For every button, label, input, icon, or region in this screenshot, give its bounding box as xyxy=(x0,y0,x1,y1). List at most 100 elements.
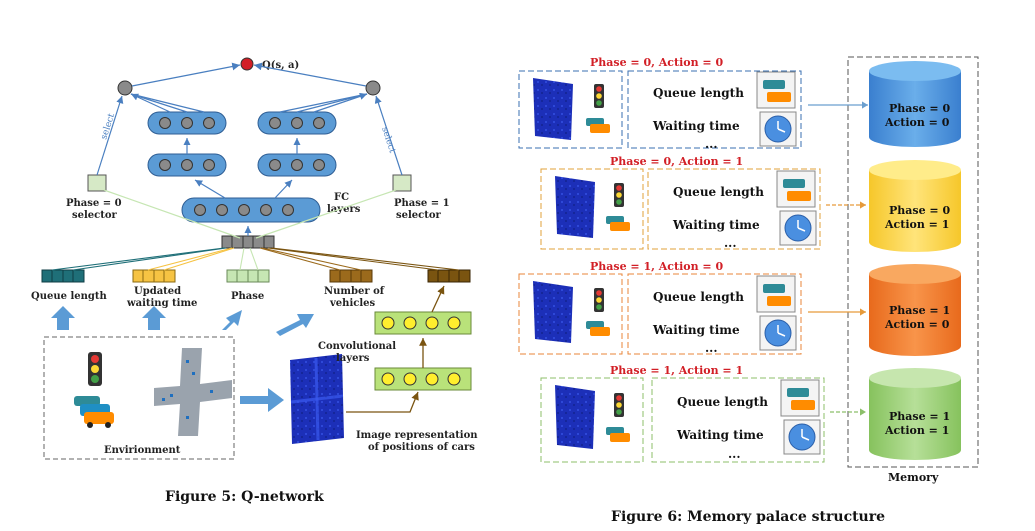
feature-vehicles-vector xyxy=(329,269,373,283)
fc-label-1: FC xyxy=(334,192,349,203)
q-label: Q(s, a) xyxy=(262,60,299,71)
image-to-conv-edge xyxy=(346,391,419,413)
row-3-cars-box-icon xyxy=(780,379,820,417)
image-rep-label-1: Image representation xyxy=(356,430,478,441)
big-arrow-queue xyxy=(51,306,75,330)
row-1-cars-box-icon xyxy=(776,170,816,208)
memory-cylinder-3 xyxy=(869,368,961,460)
big-arrow-updated xyxy=(142,306,166,330)
row-0-cars-icon xyxy=(586,118,610,133)
layer-right-mid xyxy=(257,153,337,177)
row-0-cars-box-icon xyxy=(756,71,796,109)
select-edge-right xyxy=(374,95,403,176)
layer-left-top xyxy=(147,111,227,135)
row-3-map xyxy=(555,385,595,449)
row-0-clock-icon xyxy=(759,111,797,147)
figure6-memory-palace: Memory Phase = 0, Action = 0 Queue lengt… xyxy=(518,56,979,525)
intersection-icon xyxy=(154,348,232,436)
row-1-dots: ... xyxy=(724,236,737,250)
row-2-dots: ... xyxy=(705,341,718,355)
memory-cylinder-0 xyxy=(869,61,961,147)
feature-conv-vector xyxy=(427,269,471,283)
selector-right-label-1: Phase = 1 xyxy=(394,198,450,209)
memory-cylinder-2 xyxy=(869,264,961,356)
row-1-traffic-light-icon xyxy=(614,183,624,207)
memory-cylinder-1 xyxy=(869,160,961,252)
selector-right-label-2: selector xyxy=(396,210,442,221)
feature-updated-label-1: Updated xyxy=(134,286,181,297)
row-2-mem-1: Phase = 1 xyxy=(889,304,950,317)
memory-container xyxy=(847,56,979,468)
figure5-q-network: Q(s, a) xyxy=(31,57,478,505)
row-0-queue: Queue length xyxy=(653,86,744,100)
row-1-title: Phase = 0, Action = 1 xyxy=(610,155,743,168)
selector-left-label-1: Phase = 0 xyxy=(66,198,122,209)
row-0-dots: ... xyxy=(705,137,718,151)
big-arrow-phase xyxy=(222,310,242,330)
row-3-wait: Waiting time xyxy=(676,428,764,442)
row-3-cars-icon xyxy=(606,427,630,442)
row-2-queue: Queue length xyxy=(653,290,744,304)
feature-vehicles-label-1: Number of xyxy=(324,286,385,297)
row-1-map xyxy=(555,176,595,238)
feature-phase-label: Phase xyxy=(231,291,264,302)
left-output-node xyxy=(117,80,133,96)
selector-left-box xyxy=(87,174,107,192)
row-1-cars-icon xyxy=(606,216,630,231)
traffic-light-icon xyxy=(88,352,102,386)
row-2-mem-2: Action = 0 xyxy=(884,318,950,331)
image-representation xyxy=(290,354,344,444)
row-0-title: Phase = 0, Action = 0 xyxy=(590,56,723,69)
layer-left-mid xyxy=(147,153,227,177)
cars-icon xyxy=(74,396,114,428)
fc-shared-layer xyxy=(181,197,321,223)
row-1-clock-icon xyxy=(779,210,817,246)
row-1-mem-2: Action = 1 xyxy=(884,218,949,231)
environment-label: Envirionment xyxy=(104,445,181,456)
feature-updated-vector xyxy=(132,269,176,283)
select-label-left: select xyxy=(99,112,117,141)
row-2-traffic-light-icon xyxy=(594,288,604,312)
row-3-traffic-light-icon xyxy=(614,393,624,417)
selector-left-label-2: selector xyxy=(72,210,118,221)
row-3-title: Phase = 1, Action = 1 xyxy=(610,364,743,377)
concat-vector xyxy=(221,235,275,249)
feature-vehicles-label-2: vehicles xyxy=(329,298,375,309)
edge-right-to-q xyxy=(253,62,367,87)
row-3-queue: Queue length xyxy=(677,395,768,409)
select-label-right: select xyxy=(379,126,397,155)
row-0-traffic-light-icon xyxy=(594,84,604,108)
row-2-wait: Waiting time xyxy=(652,323,740,337)
layer-right-top xyxy=(257,111,337,135)
edge-left-to-q xyxy=(131,62,241,87)
row-2-clock-icon xyxy=(759,315,797,351)
row-1-queue: Queue length xyxy=(673,185,764,199)
fc-arrows xyxy=(130,92,368,199)
right-output-node xyxy=(365,80,381,96)
row-0-wait: Waiting time xyxy=(652,119,740,133)
select-edge-left xyxy=(96,95,124,176)
memory-row-2: Phase = 1, Action = 0 Queue length Waiti… xyxy=(518,260,961,356)
memory-row-1: Phase = 0, Action = 1 Queue length Waiti… xyxy=(540,155,961,252)
q-output-node xyxy=(240,57,254,71)
env-to-image-arrow xyxy=(240,388,284,412)
row-2-cars-icon xyxy=(586,321,610,336)
conv-layer-top xyxy=(374,311,472,335)
feature-queue-vector xyxy=(41,269,85,283)
conv-label-2: layers xyxy=(336,353,370,364)
feature-phase-vector xyxy=(226,269,270,283)
row-3-mem-1: Phase = 1 xyxy=(889,410,950,423)
big-arrow-vehicles xyxy=(276,314,314,336)
conv-label-1: Convolutional xyxy=(318,341,396,352)
row-3-mem-2: Action = 1 xyxy=(884,424,949,437)
row-0-mem-2: Action = 0 xyxy=(884,116,950,129)
figure5-caption: Figure 5: Q-network xyxy=(165,489,324,505)
row-1-mem-1: Phase = 0 xyxy=(889,204,950,217)
figure6-caption: Figure 6: Memory palace structure xyxy=(611,509,885,525)
memory-row-3: Phase = 1, Action = 1 Queue length Waiti… xyxy=(540,364,961,463)
memory-row-0: Phase = 0, Action = 0 Queue length Waiti… xyxy=(518,56,961,151)
selector-right-box xyxy=(392,174,412,192)
feature-queue-label: Queue length xyxy=(31,291,108,302)
row-3-clock-icon xyxy=(783,419,821,455)
fc-label-2: layers xyxy=(327,204,361,215)
